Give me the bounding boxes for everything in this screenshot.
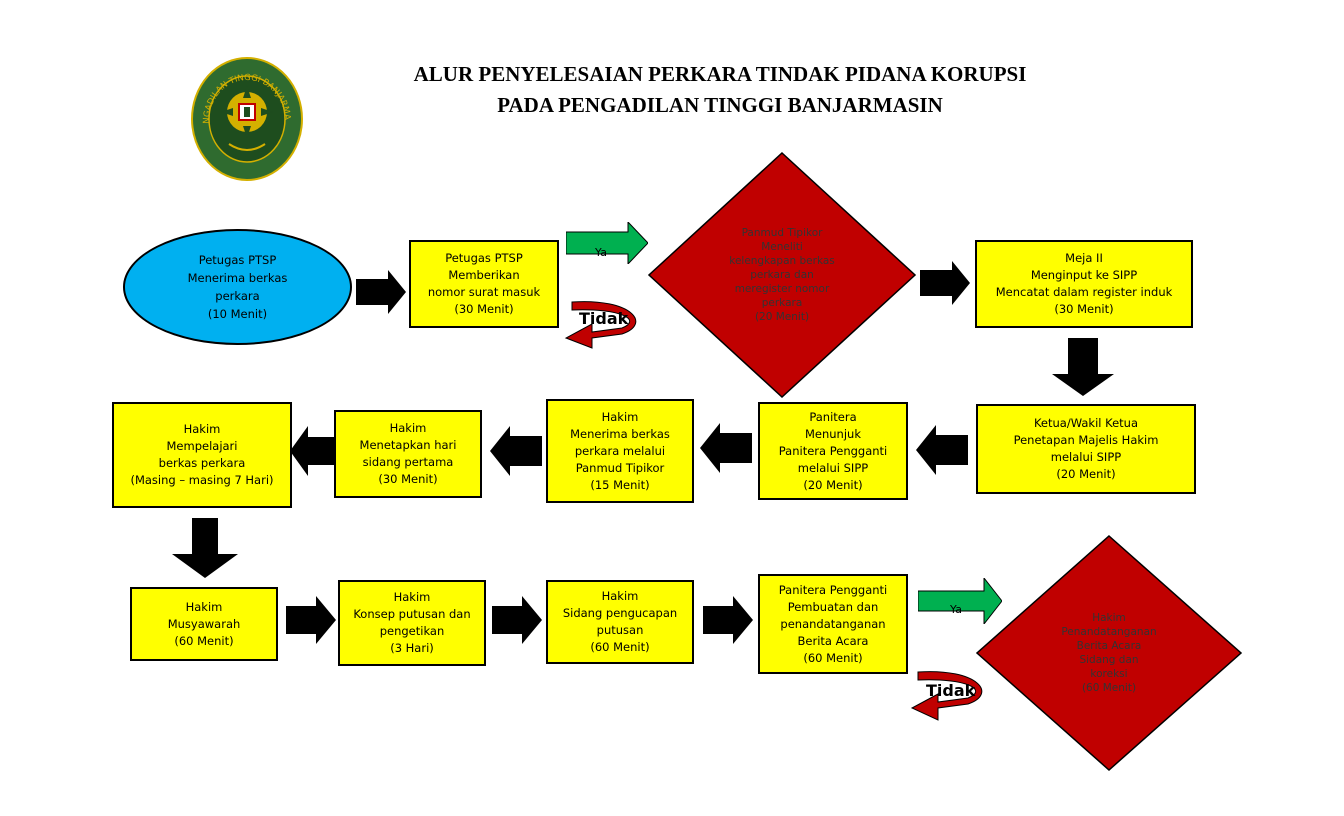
step-hakim-schedule-text: Hakim Menetapkan hari sidang pertama (30… — [359, 421, 457, 486]
step-meja-ii: Meja II Menginput ke SIPP Mencatat dalam… — [975, 240, 1193, 328]
arrow-right-1 — [356, 270, 406, 314]
no-loop-arrow-1 — [564, 301, 637, 349]
arrow-down-1 — [1052, 338, 1114, 396]
step-panitera-pp: Panitera Menunjuk Panitera Pengganti mel… — [758, 402, 908, 500]
step-hakim-draft: Hakim Konsep putusan dan pengetikan (3 H… — [338, 580, 486, 666]
no-label-2: Tidak — [926, 681, 976, 700]
arrow-left-3 — [490, 426, 542, 476]
decision-hakim-sign: Hakim Penandatanganan Berita Acara Sidan… — [976, 535, 1242, 771]
yes-arrow-2 — [918, 578, 1002, 624]
arrow-right-3 — [286, 596, 336, 644]
step-ptsp-receive: Petugas PTSP Menerima berkas perkara (10… — [123, 229, 352, 345]
step-panitera-pp-text: Panitera Menunjuk Panitera Pengganti mel… — [778, 409, 888, 492]
step-ptsp-receive-text: Petugas PTSP Menerima berkas perkara (10… — [187, 253, 288, 321]
yes-label-1: Ya — [595, 246, 607, 259]
step-ptsp-number-text: Petugas PTSP Memberikan nomor surat masu… — [427, 251, 541, 316]
no-loop-arrow-2 — [910, 671, 983, 721]
step-hakim-verdict-text: Hakim Sidang pengucapan putusan (60 Meni… — [562, 589, 678, 654]
arrow-left-2 — [700, 423, 752, 473]
arrow-left-4 — [290, 426, 334, 476]
decision-panmud-check-text: Panmud Tipikor Meneliti kelengkapan berk… — [729, 227, 835, 323]
step-hakim-deliberation: Hakim Musyawarah (60 Menit) — [130, 587, 278, 661]
arrow-right-4 — [492, 596, 542, 644]
no-label-1: Tidak — [579, 309, 629, 328]
step-hakim-receive-text: Hakim Menerima berkas perkara melalui Pa… — [570, 409, 670, 492]
step-ketua-majelis-text: Ketua/Wakil Ketua Penetapan Majelis Haki… — [1013, 416, 1159, 481]
step-hakim-verdict: Hakim Sidang pengucapan putusan (60 Meni… — [546, 580, 694, 664]
court-seal-logo: PENGADILAN TINGGI BANJARMASIN — [191, 56, 303, 181]
decision-hakim-sign-text: Hakim Penandatanganan Berita Acara Sidan… — [1061, 612, 1157, 694]
step-meja-ii-text: Meja II Menginput ke SIPP Mencatat dalam… — [995, 251, 1173, 316]
yes-arrow-1 — [566, 222, 648, 264]
step-pp-minutes: Panitera Pengganti Pembuatan dan penanda… — [758, 574, 908, 674]
arrow-left-1 — [916, 425, 968, 475]
arrow-right-2 — [920, 261, 970, 305]
step-hakim-deliberation-text: Hakim Musyawarah (60 Menit) — [167, 599, 241, 648]
step-hakim-schedule: Hakim Menetapkan hari sidang pertama (30… — [334, 410, 482, 498]
decision-panmud-check: Panmud Tipikor Meneliti kelengkapan berk… — [648, 152, 916, 398]
step-pp-minutes-text: Panitera Pengganti Pembuatan dan penanda… — [778, 582, 888, 665]
page-title: ALUR PENYELESAIAN PERKARA TINDAK PIDANA … — [413, 62, 1027, 86]
step-hakim-draft-text: Hakim Konsep putusan dan pengetikan (3 H… — [353, 590, 471, 655]
step-ptsp-number: Petugas PTSP Memberikan nomor surat masu… — [409, 240, 559, 328]
step-hakim-study-text: Hakim Mempelajari berkas perkara (Masing… — [130, 422, 274, 487]
arrow-down-2 — [172, 518, 238, 578]
page-subtitle: PADA PENGADILAN TINGGI BANJARMASIN — [497, 93, 943, 117]
step-hakim-study: Hakim Mempelajari berkas perkara (Masing… — [112, 402, 292, 508]
arrow-right-5 — [703, 596, 753, 644]
step-hakim-receive: Hakim Menerima berkas perkara melalui Pa… — [546, 399, 694, 503]
yes-label-2: Ya — [950, 603, 962, 616]
step-ketua-majelis: Ketua/Wakil Ketua Penetapan Majelis Haki… — [976, 404, 1196, 494]
